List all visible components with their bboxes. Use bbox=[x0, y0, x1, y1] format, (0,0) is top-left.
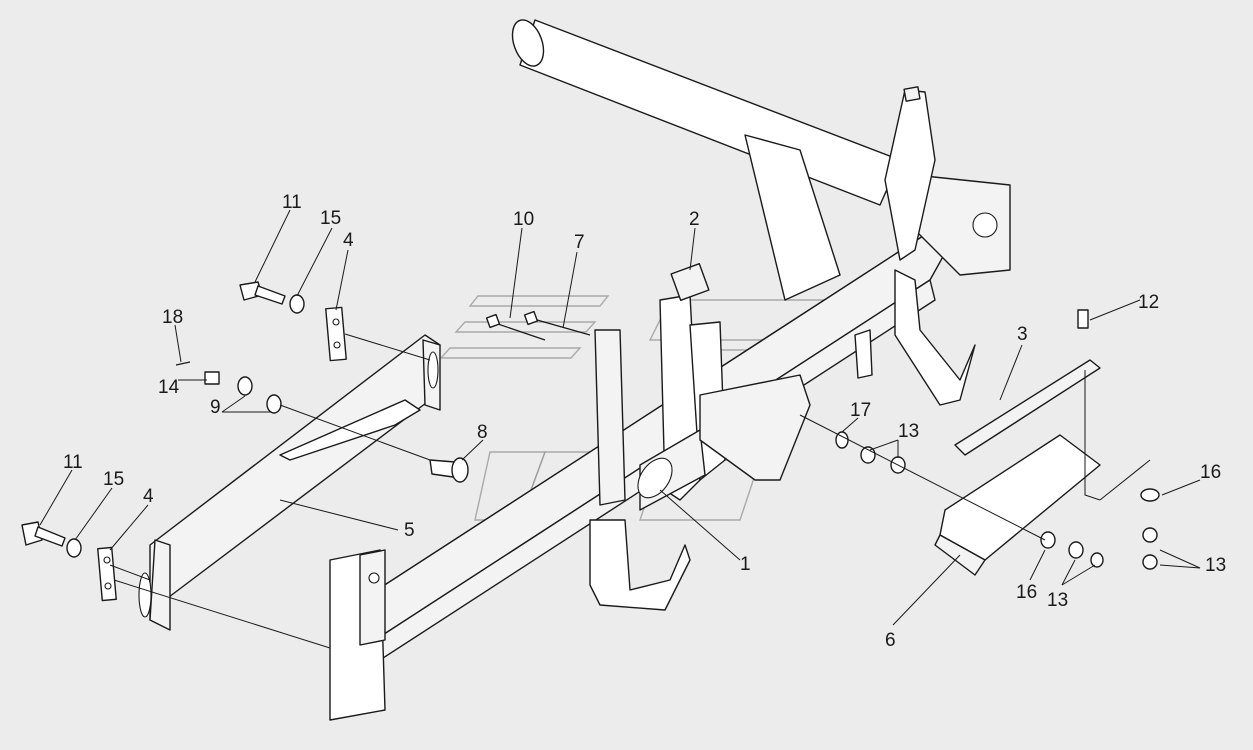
label-7: 7 bbox=[574, 232, 585, 253]
label-10: 10 bbox=[513, 209, 534, 230]
axis-lines bbox=[109, 333, 1151, 649]
label-16-right: 16 bbox=[1200, 462, 1221, 483]
label-15-top: 15 bbox=[320, 208, 341, 229]
main-tube bbox=[511, 19, 901, 206]
long-bolts bbox=[485, 310, 591, 341]
label-4-top: 4 bbox=[343, 230, 354, 251]
label-14: 14 bbox=[158, 377, 180, 398]
left-hardware bbox=[21, 281, 469, 602]
rear-tilted-plate bbox=[744, 134, 841, 301]
label-15-bottom: 15 bbox=[103, 469, 124, 490]
label-11-top: 11 bbox=[282, 192, 302, 213]
label-3: 3 bbox=[1017, 324, 1028, 345]
label-13-a: 13 bbox=[898, 421, 919, 442]
label-18: 18 bbox=[162, 307, 183, 328]
label-12: 12 bbox=[1138, 292, 1159, 313]
label-17: 17 bbox=[850, 400, 871, 421]
left-arm bbox=[138, 334, 441, 631]
right-end-bracket bbox=[884, 86, 1011, 406]
label-4-bottom: 4 bbox=[143, 486, 154, 507]
label-1: 1 bbox=[740, 554, 751, 575]
central-clamp bbox=[589, 263, 811, 611]
label-13-right: 13 bbox=[1205, 555, 1226, 576]
label-2: 2 bbox=[689, 209, 700, 230]
callout-leaders bbox=[39, 209, 1201, 626]
label-5: 5 bbox=[404, 520, 415, 541]
callout-labels: 11 15 4 18 14 9 10 7 2 8 11 15 4 5 1 17 … bbox=[63, 192, 1226, 651]
right-parts bbox=[835, 309, 1160, 576]
left-vertical-plate bbox=[329, 549, 386, 721]
label-6: 6 bbox=[885, 630, 896, 651]
label-13-bottom: 13 bbox=[1047, 590, 1068, 611]
label-9: 9 bbox=[210, 397, 221, 418]
label-16-bottom: 16 bbox=[1016, 582, 1037, 603]
label-8: 8 bbox=[477, 422, 488, 443]
label-11-bottom: 11 bbox=[63, 452, 83, 473]
